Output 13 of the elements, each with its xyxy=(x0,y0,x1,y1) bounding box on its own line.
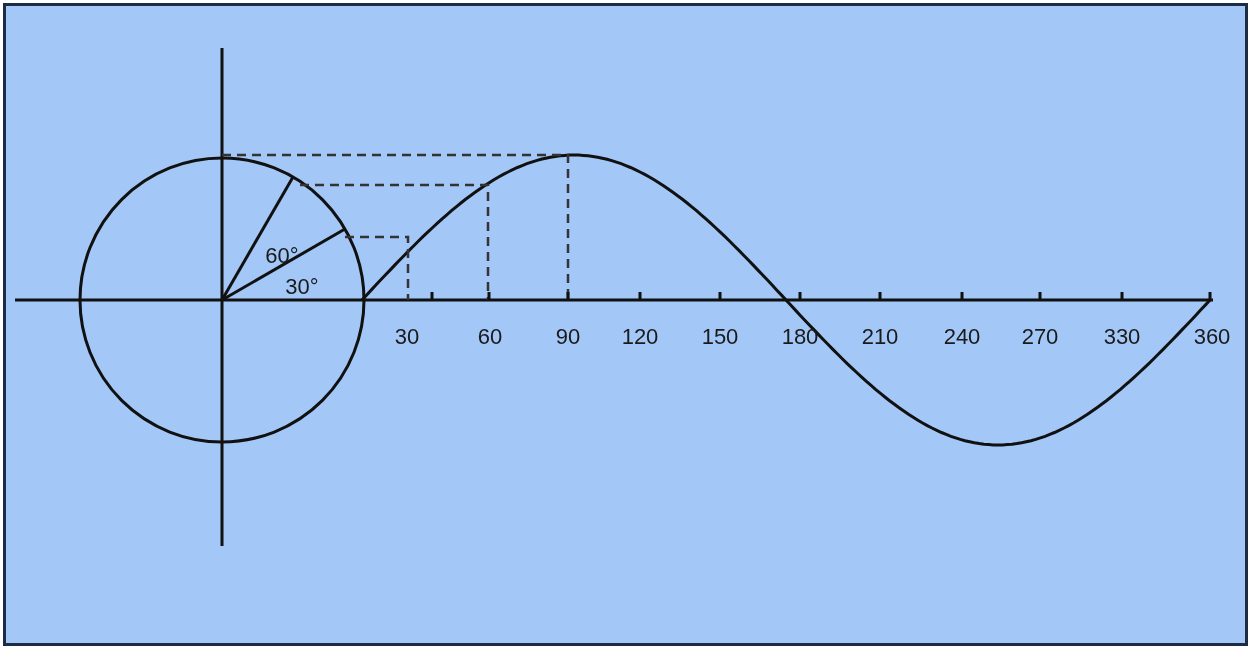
tick-label: 60 xyxy=(477,326,503,348)
tick-label: 360 xyxy=(1193,326,1231,348)
tick-label: 210 xyxy=(861,326,899,348)
tick-label: 30 xyxy=(394,326,420,348)
tick-label: 150 xyxy=(701,326,739,348)
tick-label: 180 xyxy=(781,326,819,348)
angle-label: 60° xyxy=(265,245,299,267)
tick-label: 330 xyxy=(1103,326,1141,348)
tick-label: 240 xyxy=(943,326,981,348)
tick-label: 120 xyxy=(621,326,659,348)
angle-label: 30° xyxy=(285,276,319,298)
tick-label: 270 xyxy=(1021,326,1059,348)
tick-label: 90 xyxy=(555,326,581,348)
